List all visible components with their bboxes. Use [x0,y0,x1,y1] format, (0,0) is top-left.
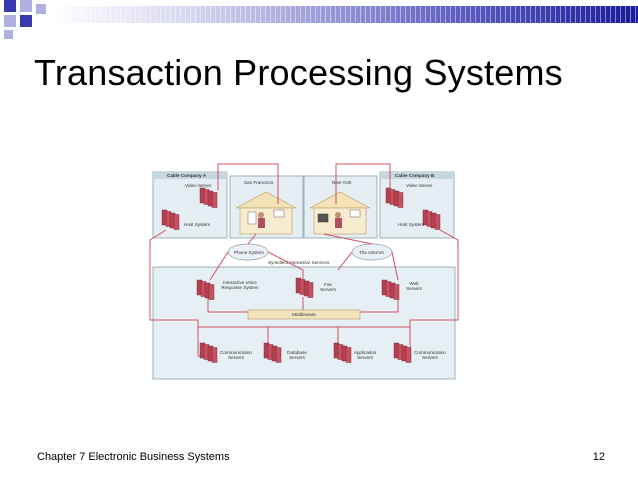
middleware-label: Middleware [292,312,316,317]
ivr-label-box: Interactive Voice Response System [221,280,259,291]
ivr-label: Interactive Voice Response System [221,280,259,291]
house-left-icon [235,191,297,235]
database-label: Database Servers [287,350,307,361]
host-system-a-label: Host System [184,222,210,227]
house-right-icon [309,191,371,235]
connector-lines [149,163,459,357]
cable-company-b-panel [379,171,455,239]
decorative-squares [0,0,60,40]
phone-system-label: Phone System [234,250,264,255]
internet-label: The Internet [359,250,384,255]
new-york-label: New York [332,180,352,185]
slide-title: Transaction Processing Systems [34,52,563,93]
comm-left-label: Communication Servers [220,350,252,361]
footer-chapter-label: Chapter 7 Electronic Business Systems [37,451,230,463]
comm-right-label-box: Communication Servers [414,350,446,361]
header-gradient-bar [0,0,638,26]
host-system-b-label: Host System [398,222,424,227]
tps-diagram-graphic: Cable Company A Cable Company B Video Se… [149,163,459,380]
cable-company-b-header [380,172,454,179]
comm-right-label: Communication Servers [414,350,446,361]
video-server-b-label: Video Server [406,183,433,188]
cable-company-b-label: Cable Company B [395,173,435,178]
gradient-bar-graphic [50,6,638,23]
web-label-box: Web Servers [406,281,422,292]
cable-company-a-header [153,172,227,179]
video-server-a-label: Video Server [185,183,212,188]
page-number: 12 [592,451,605,463]
squares-graphic [4,0,46,39]
middleware-label-box: Middleware [292,312,316,317]
web-label: Web Servers [406,281,422,292]
application-label: Application Servers [353,350,377,361]
san-francisco-label: San Francisco [244,180,274,185]
syntellect-label: Syntellect Interactive Services [268,260,330,265]
cable-company-a-label: Cable Company A [167,173,207,178]
middleware-bar [247,309,361,320]
tps-diagram: Cable Company A Cable Company B Video Se… [148,160,460,386]
database-label-box: Database Servers [287,350,307,361]
comm-left-label-box: Communication Servers [220,350,252,361]
fax-label: Fax Servers [320,282,336,293]
fax-label-box: Fax Servers [320,282,336,293]
application-label-box: Application Servers [353,350,377,361]
